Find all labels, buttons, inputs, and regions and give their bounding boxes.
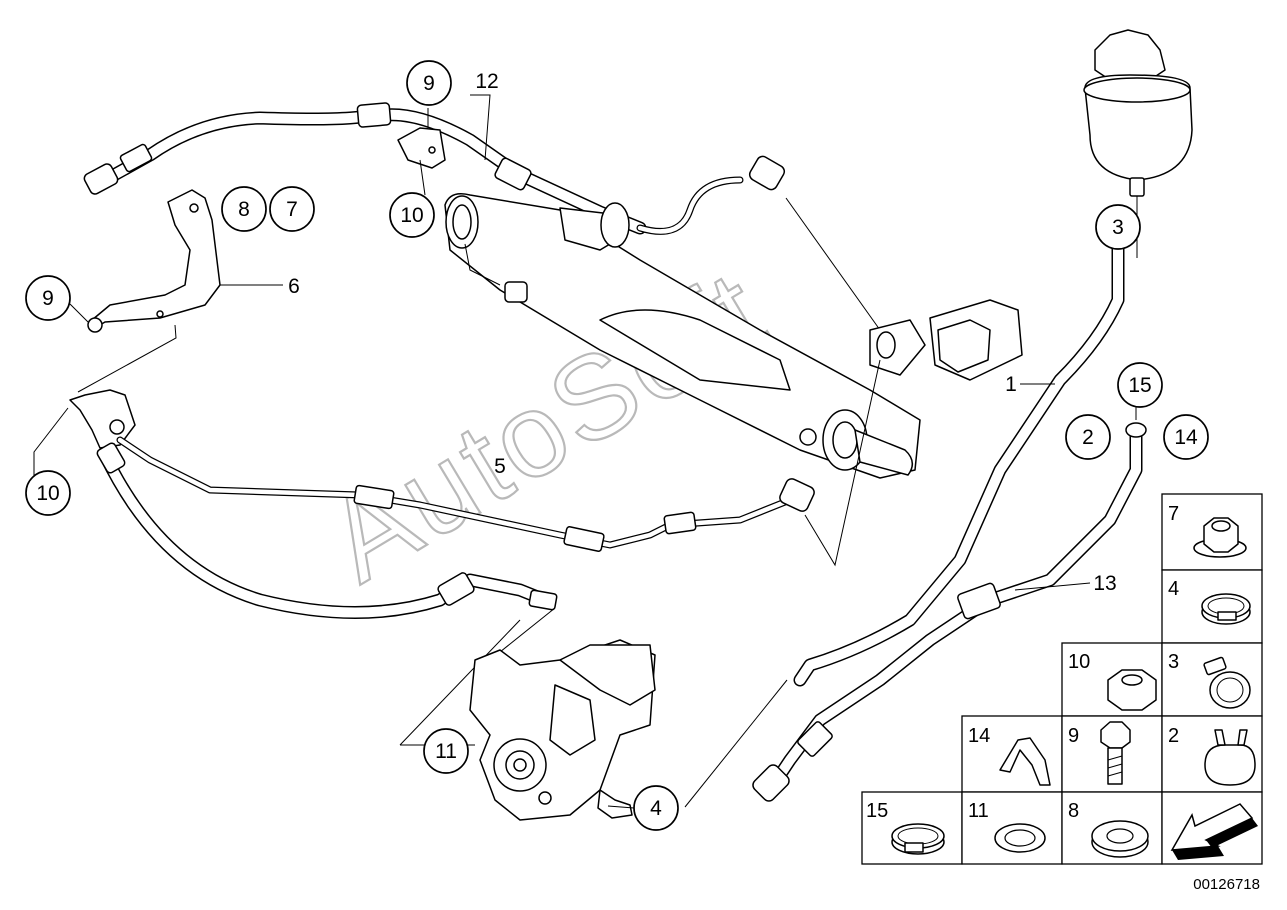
callout-8: 8	[221, 186, 267, 232]
hex-nut-icon	[1107, 669, 1157, 711]
retaining-clip-icon	[999, 737, 1051, 786]
svg-text:8: 8	[238, 198, 250, 221]
spring-clamp-icon	[1204, 729, 1256, 786]
label-1: 1	[1005, 373, 1017, 396]
grid-label-8: 8	[1068, 800, 1079, 822]
callout-9-top: 9	[406, 60, 452, 106]
hex-bolt-icon	[1100, 721, 1131, 785]
callout-15: 15	[1117, 362, 1163, 408]
callout-2: 2	[1065, 414, 1111, 460]
band-clamp-icon	[891, 823, 945, 855]
direction-arrow-icon	[1170, 803, 1258, 860]
grid-label-9: 9	[1068, 725, 1079, 747]
svg-text:3: 3	[1112, 216, 1124, 239]
grid-label-2: 2	[1168, 725, 1179, 747]
washer-icon	[1091, 820, 1149, 858]
clip-bracket-top	[397, 108, 446, 196]
hose-clamp-icon	[1201, 593, 1251, 625]
svg-text:10: 10	[400, 204, 423, 227]
callout-9-left: 9	[25, 275, 71, 321]
callout-10-left: 10	[25, 470, 71, 516]
svg-text:7: 7	[286, 198, 298, 221]
grid-label-10: 10	[1068, 651, 1090, 673]
svg-text:15: 15	[1128, 374, 1151, 397]
label-12: 12	[475, 70, 498, 93]
diagram-code: 00126718	[1193, 876, 1260, 893]
grid-label-3: 3	[1168, 651, 1179, 673]
fluid-reservoir	[1083, 29, 1193, 258]
worm-clamp-icon	[1203, 656, 1251, 709]
svg-text:10: 10	[36, 482, 59, 505]
power-steering-pump	[400, 639, 656, 821]
svg-text:11: 11	[435, 740, 457, 763]
callout-4: 4	[633, 785, 679, 831]
grid-label-14: 14	[968, 725, 990, 747]
label-5: 5	[494, 455, 506, 478]
svg-text:14: 14	[1174, 426, 1198, 449]
label-6: 6	[288, 275, 300, 298]
parts-grid: 7 4 10 3 14 9 2 15 11 8	[861, 493, 1263, 865]
hex-flange-nut-icon	[1193, 517, 1247, 558]
steering-gear-rack	[444, 193, 1023, 479]
seal-ring-icon	[994, 823, 1046, 853]
return-line-12	[83, 102, 881, 331]
svg-text:9: 9	[423, 72, 435, 95]
grid-label-4: 4	[1168, 578, 1179, 600]
grid-label-15: 15	[866, 800, 888, 822]
svg-text:2: 2	[1082, 426, 1094, 449]
svg-text:9: 9	[42, 287, 54, 310]
callout-7: 7	[269, 186, 315, 232]
callout-14: 14	[1163, 414, 1209, 460]
callout-10-top: 10	[389, 192, 435, 238]
callout-3: 3	[1095, 204, 1141, 250]
label-13: 13	[1093, 572, 1116, 595]
bracket-6	[77, 189, 283, 393]
callout-11: 11	[423, 728, 469, 774]
pressure-line-5	[33, 359, 881, 746]
svg-text:4: 4	[650, 797, 662, 820]
grid-label-11: 11	[968, 800, 989, 822]
grid-label-7: 7	[1168, 503, 1179, 525]
